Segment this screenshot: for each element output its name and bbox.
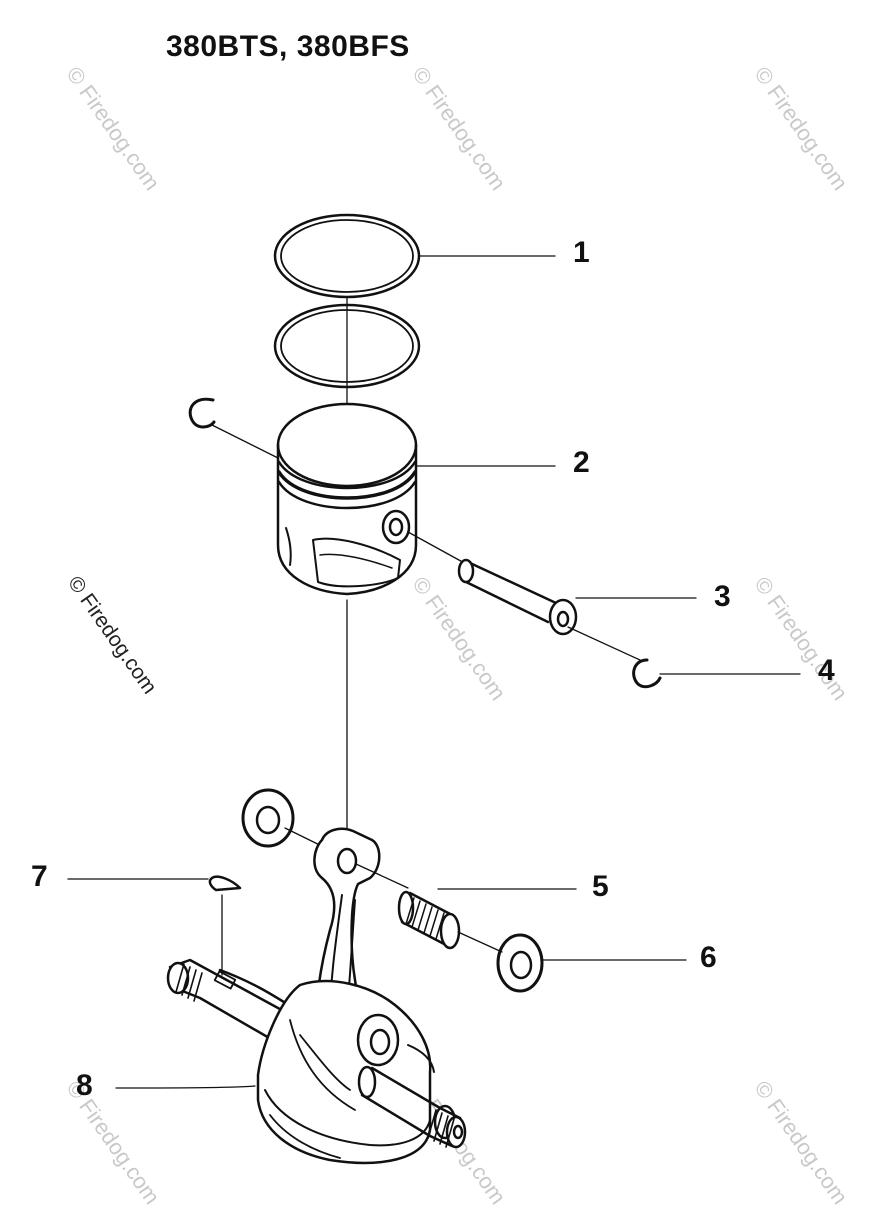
thrust-washer-right <box>496 933 544 993</box>
piston <box>276 402 418 596</box>
callout-4: 4 <box>818 654 835 687</box>
callout-3: 3 <box>714 580 731 613</box>
woodruff-key <box>208 875 242 892</box>
callout-5: 5 <box>592 870 609 903</box>
callout-7: 7 <box>31 860 48 893</box>
callout-2: 2 <box>573 446 590 479</box>
callout-line-8 <box>115 1085 256 1089</box>
leader-line <box>457 931 503 953</box>
piston-pin <box>457 558 578 636</box>
thrust-washer-left <box>241 788 295 848</box>
circlip-right <box>632 658 662 689</box>
leader-line <box>211 424 279 459</box>
callout-6: 6 <box>700 941 717 974</box>
leader-line <box>407 531 469 566</box>
crankshaft <box>166 958 467 1165</box>
needle-bearing <box>397 890 461 950</box>
leader-line <box>567 626 641 661</box>
diagram-title: 380BTS, 380BFS <box>166 30 410 63</box>
circlip-left <box>188 397 216 429</box>
leader-line <box>355 863 409 889</box>
piston-ring-upper <box>273 213 421 299</box>
callout-1: 1 <box>573 236 590 269</box>
callout-8: 8 <box>76 1069 93 1102</box>
piston-ring-lower <box>273 303 421 389</box>
